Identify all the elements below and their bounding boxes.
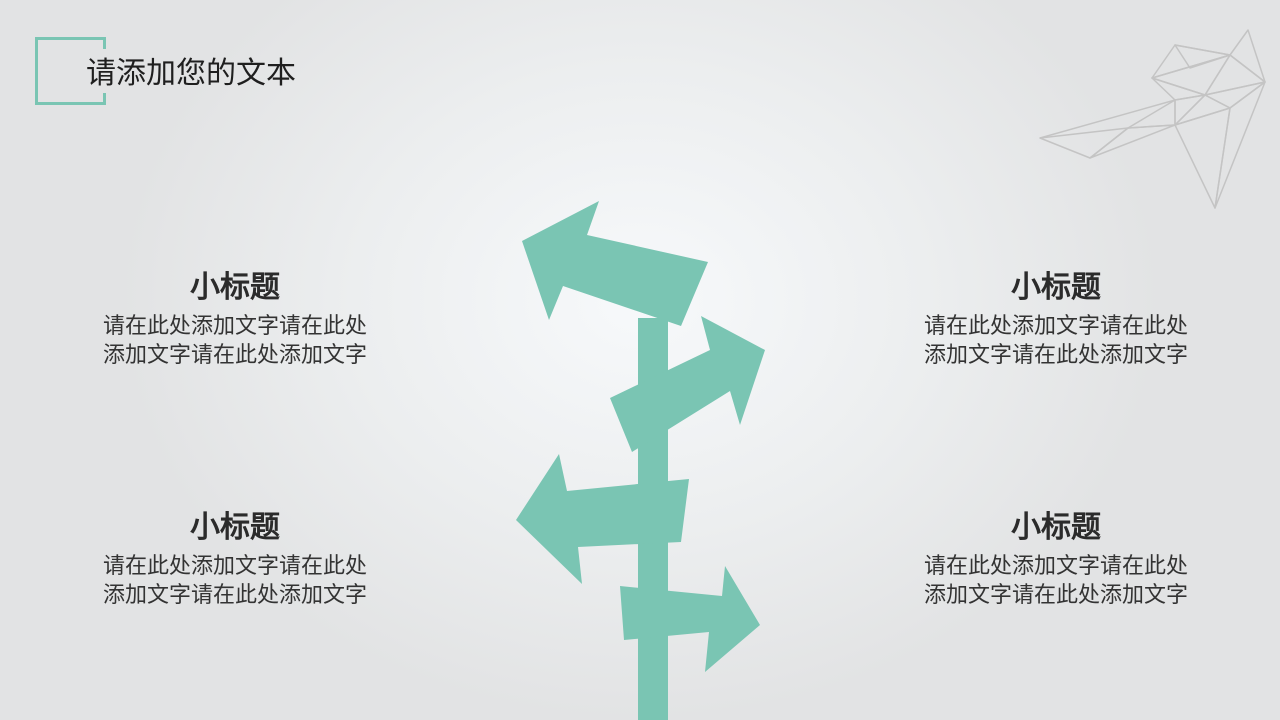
block-body-line: 添加文字请在此处添加文字 — [923, 583, 1188, 608]
block-body: 请在此处添加文字请在此处 添加文字请在此处添加文字 — [906, 552, 1206, 610]
block-body-line: 添加文字请在此处添加文字 — [102, 583, 367, 608]
text-block-2: 小标题 请在此处添加文字请在此处 添加文字请在此处添加文字 — [906, 268, 1206, 370]
block-body-line: 请在此处添加文字请在此处 — [102, 314, 367, 339]
title-frame-decoration — [35, 37, 106, 105]
block-body: 请在此处添加文字请在此处 添加文字请在此处添加文字 — [906, 312, 1206, 370]
page-title: 请添加您的文本 — [86, 56, 296, 91]
text-block-1: 小标题 请在此处添加文字请在此处 添加文字请在此处添加文字 — [85, 268, 385, 370]
block-body-line: 请在此处添加文字请在此处 — [923, 554, 1188, 579]
block-heading: 小标题 — [190, 270, 280, 305]
text-block-4: 小标题 请在此处添加文字请在此处 添加文字请在此处添加文字 — [906, 508, 1206, 610]
signpost-arrow-top-left — [522, 201, 708, 326]
block-body-line: 请在此处添加文字请在此处 — [923, 314, 1188, 339]
block-body-line: 添加文字请在此处添加文字 — [923, 343, 1188, 368]
signpost-arrow-lower-left — [516, 454, 689, 584]
signpost-arrow-bottom-right — [620, 566, 760, 672]
block-body: 请在此处添加文字请在此处 添加文字请在此处添加文字 — [85, 312, 385, 370]
block-body: 请在此处添加文字请在此处 添加文字请在此处添加文字 — [85, 552, 385, 610]
block-heading: 小标题 — [1011, 510, 1101, 545]
block-body-line: 请在此处添加文字请在此处 — [102, 554, 367, 579]
text-block-3: 小标题 请在此处添加文字请在此处 添加文字请在此处添加文字 — [85, 508, 385, 610]
block-heading: 小标题 — [1011, 270, 1101, 305]
signpost-arrow-upper-right — [610, 316, 765, 452]
block-heading: 小标题 — [190, 510, 280, 545]
block-body-line: 添加文字请在此处添加文字 — [102, 343, 367, 368]
